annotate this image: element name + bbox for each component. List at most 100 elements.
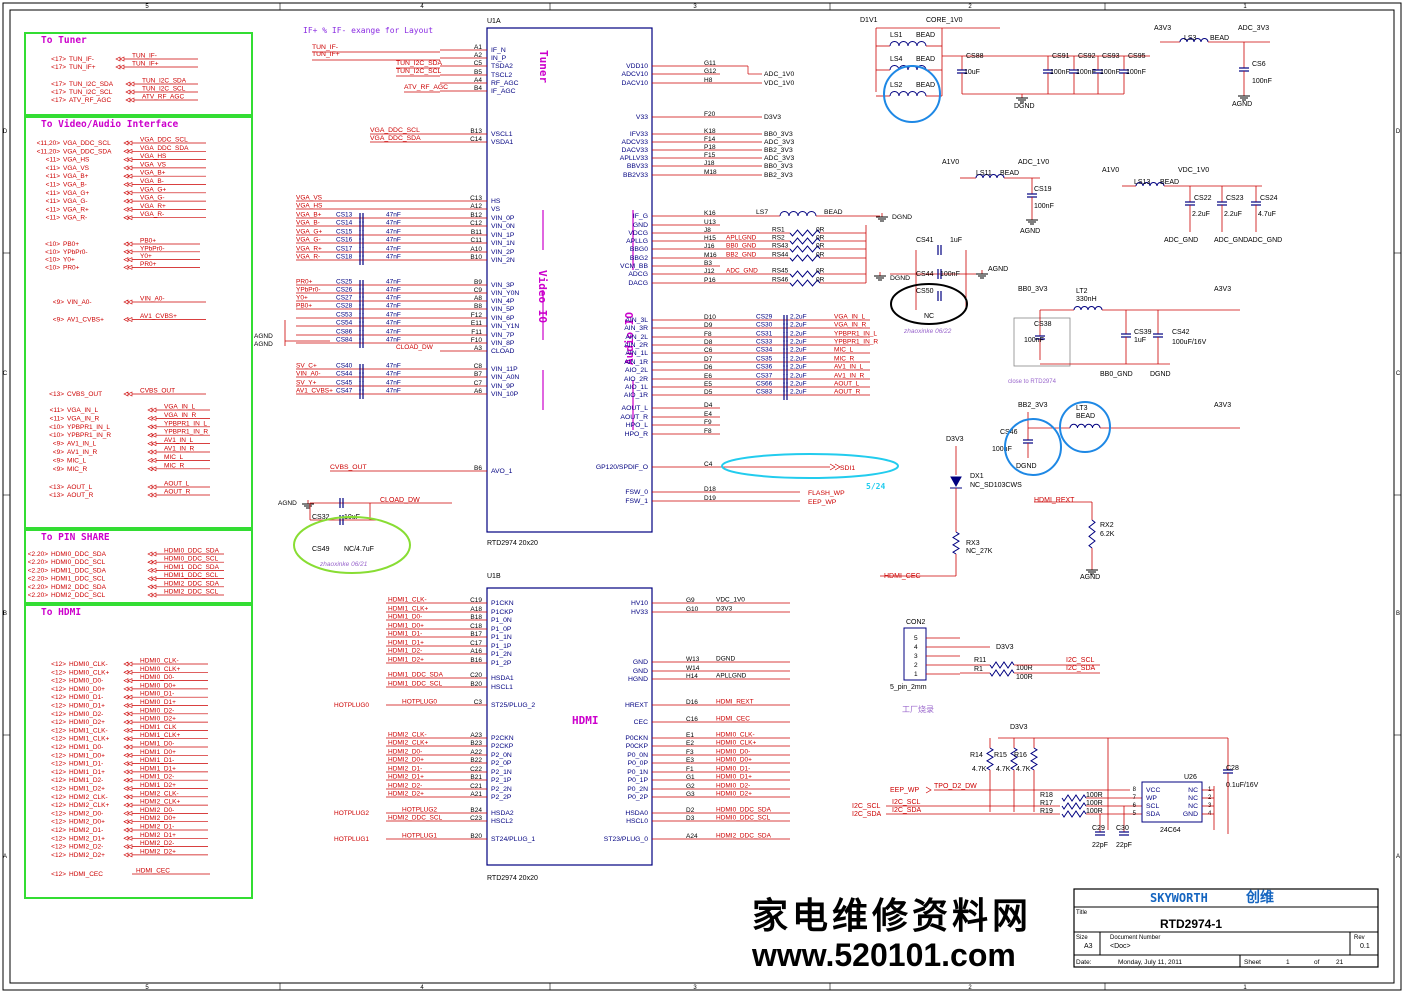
bus-label: YPBPR1_IN_L — [164, 420, 207, 427]
net-ref: <12> — [51, 794, 66, 801]
resistor-zigzag — [989, 661, 1015, 669]
net-name: HDMI1_D2+ — [69, 786, 105, 793]
res-ref: R18 — [1040, 792, 1053, 799]
u1a-body — [486, 27, 653, 533]
pin-name: VIN_3P — [491, 282, 515, 289]
pin-number: E11 — [471, 320, 482, 327]
cap-ref: CS37 — [756, 373, 773, 380]
pin-name: VSDA1 — [491, 139, 514, 146]
resistor-zigzag — [789, 229, 821, 237]
frame-col-marker: 5 — [145, 985, 149, 991]
bus-label: HDMI0_D2- — [140, 707, 174, 714]
watermark-url: www.520101.com — [751, 937, 1016, 973]
net-ref: <12> — [51, 769, 66, 776]
resistor-zigzag — [789, 270, 821, 278]
con2-part: 5_pin_2mm — [890, 684, 927, 691]
pin-number: C18 — [470, 623, 482, 630]
net-ref: <9> — [53, 299, 64, 306]
frame-row-marker: C — [3, 371, 8, 377]
con2-pin-num: 2 — [914, 662, 918, 669]
net-ref: <10> — [45, 249, 60, 256]
net-ref: <12> — [51, 686, 66, 693]
pin-number: F12 — [471, 312, 483, 319]
pin-number: D8 — [704, 339, 713, 346]
cap-ref: CS22 — [1194, 195, 1212, 202]
net-name: PR0+ — [63, 264, 80, 271]
cap-ref: CS44 — [336, 371, 353, 378]
pin-name: AIN_2R — [624, 342, 648, 349]
net-ref: <11> — [46, 173, 61, 180]
bus-label: TUN_I2C_SCL — [142, 86, 186, 93]
con2-body — [903, 627, 927, 681]
net-ref: <11> — [50, 407, 65, 414]
net-label: VDC_1V0 — [716, 597, 745, 604]
net-label: CLOAD_DW — [396, 344, 434, 351]
pin-number: A12 — [470, 203, 482, 210]
pin-number: F1 — [686, 766, 694, 773]
pin-name: RF_AGC — [491, 80, 519, 87]
cap-ref: CS38 — [1034, 321, 1052, 328]
pin-name: VIN_2N — [491, 257, 515, 264]
cap-ref: CS41 — [916, 237, 934, 244]
cap-ref: CS17 — [336, 246, 353, 253]
net-name: AV1_CVBS+ — [67, 317, 104, 324]
cap-ref: CS19 — [1034, 186, 1052, 193]
bus-label: HDMI2_D0+ — [140, 815, 176, 822]
net-arrow — [123, 148, 133, 154]
u1b-title: HDMI — [572, 714, 599, 727]
pin-name: P2CKN — [491, 735, 514, 742]
net-label: PB0+ — [296, 303, 312, 310]
cap-value: 10uF — [964, 69, 980, 76]
net-label: PR0+ — [296, 279, 313, 286]
net-name: YPBPR1_IN_R — [67, 432, 111, 439]
net-ref: <9> — [53, 449, 64, 456]
resistor-r11 — [989, 661, 1015, 669]
pin-name: TSDA2 — [491, 63, 513, 70]
pin-name: IF_AGC — [491, 88, 516, 95]
pin-name: P0CKN — [625, 735, 648, 742]
pin-number: B18 — [470, 614, 482, 621]
net-name: VIN_A0- — [67, 299, 92, 306]
net-name: MIC_L — [67, 457, 87, 464]
net-name: VGA_B+ — [63, 173, 89, 180]
pin-name: P0_0P — [628, 760, 649, 767]
cap-value: 100nF — [1076, 69, 1096, 76]
net-ref: <13> — [49, 391, 64, 398]
net-arrow — [147, 457, 157, 463]
inductor-bead: BEAD — [916, 32, 935, 39]
res-ref: R15 — [994, 752, 1007, 759]
net-ref: <2.20> — [28, 559, 48, 566]
bus-label: HDMI2_D1+ — [140, 832, 176, 839]
net-label: HDMI0_D2+ — [716, 791, 752, 798]
net-name: AOUT_L — [67, 484, 93, 491]
net-label: HDMI1_D2- — [388, 648, 422, 655]
resistor-zigzag — [986, 747, 994, 771]
inductor-ls11 — [975, 174, 1005, 179]
net-arrow — [123, 694, 133, 700]
net-label: TUN_I2C_SCL — [396, 68, 442, 75]
pin-name: FSW_1 — [625, 498, 648, 505]
rail-label: D3V3 — [946, 436, 964, 443]
net-arrow — [123, 317, 133, 322]
net-label: VGA_G- — [296, 237, 321, 244]
net-label: ADC_GND — [726, 268, 758, 275]
pullup-resistor — [1010, 747, 1018, 771]
inductor-coil — [779, 211, 817, 217]
rail-label: A3V3 — [1214, 402, 1231, 409]
pin-number: D3 — [686, 815, 695, 822]
pin-number: F3 — [686, 749, 694, 756]
pin-number: C5 — [474, 60, 483, 67]
net-arrow — [123, 678, 133, 684]
net-arrow — [147, 576, 157, 582]
pin-number: H15 — [704, 235, 716, 242]
cap-value: 2.2uF — [790, 347, 807, 354]
sheet-border-inner — [9, 9, 1395, 984]
cap-ref: CS15 — [336, 229, 353, 236]
bus-label: AOUT_L — [164, 481, 190, 488]
pin-name: P0_2N — [627, 786, 648, 793]
u1a-part: RTD2974 20x20 — [487, 540, 538, 547]
pin-number: E4 — [704, 411, 712, 418]
net-name: HDMI2_D2+ — [69, 852, 105, 859]
agnd-symbol — [1026, 216, 1038, 225]
net-name: HDMI0_CLK+ — [69, 669, 109, 676]
